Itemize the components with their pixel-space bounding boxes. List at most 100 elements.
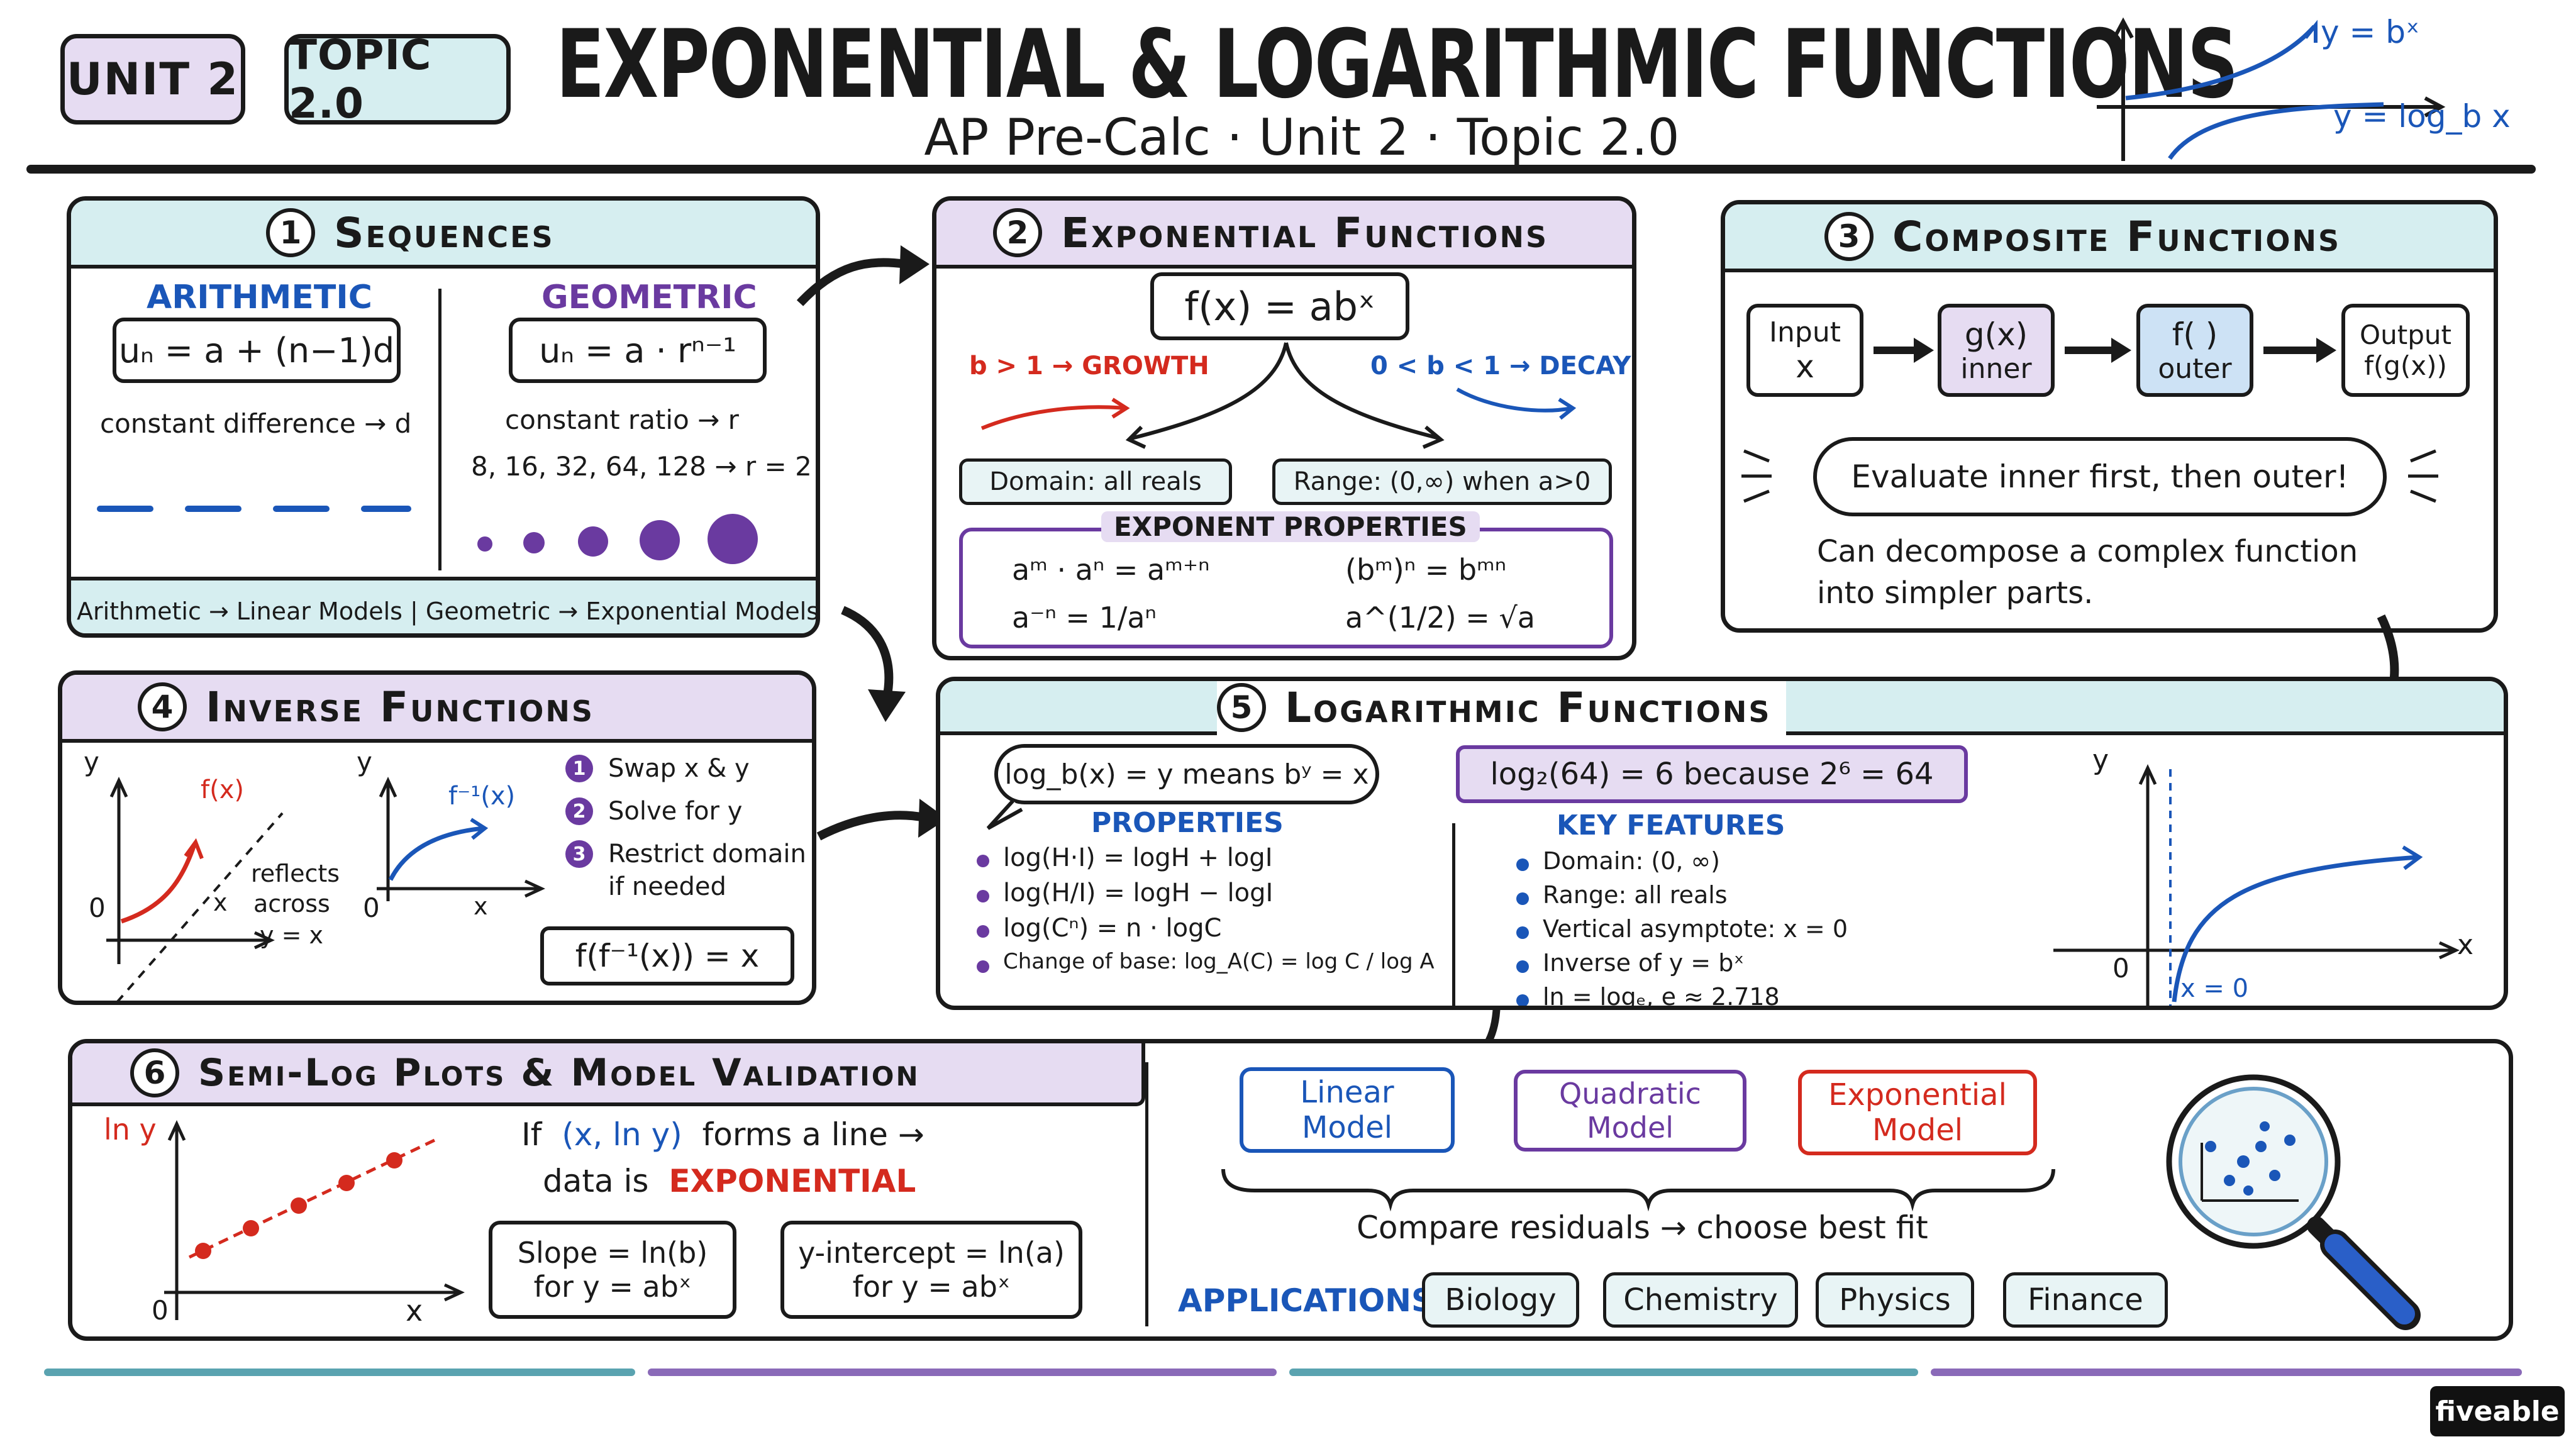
panel-semilog: 6 Semi-Log Plots & Model Validation ln y… [68, 1039, 2513, 1341]
statement-data-is: data is [543, 1163, 649, 1199]
exponential-formula: f(x) = abˣ [1150, 272, 1409, 340]
section-title: Sequences [334, 208, 555, 257]
quadratic-model-line-2: Model [1586, 1111, 1674, 1145]
section-title: Semi-Log Plots & Model Validation [198, 1051, 920, 1095]
geometric-formula: uₙ = a · rⁿ⁻¹ [509, 318, 767, 383]
g-label: g(x) [1964, 316, 2028, 353]
section-title: Logarithmic Functions [1285, 683, 1772, 732]
step-1-badge: 1 [565, 755, 593, 782]
step-3-badge: 3 [565, 840, 593, 868]
page-subtitle: AP Pre-Calc · Unit 2 · Topic 2.0 [924, 108, 1680, 167]
inverse-header: 4 Inverse Functions [62, 675, 812, 743]
log-definition-bubble: log_b(x) = y means bʸ = x [994, 744, 1379, 804]
applications-label: APPLICATIONS: [1178, 1282, 1447, 1319]
exponent-prop-3: a⁻ⁿ = 1/aⁿ [1012, 601, 1157, 635]
inverse-axis-y2: y [357, 747, 372, 777]
arithmetic-title: ARITHMETIC [147, 279, 372, 316]
logarithmic-title-wrap: 5 Logarithmic Functions [1217, 681, 1787, 735]
statement-exponential: EXPONENTIAL [669, 1163, 916, 1199]
semilog-axis-x: x [406, 1294, 423, 1328]
intercept-line-1: y-intercept = ln(a) [798, 1236, 1065, 1270]
composite-note-1: Can decompose a complex function [1817, 534, 2358, 569]
statement-point: (x, ln y) [562, 1116, 682, 1153]
log-divider [1452, 823, 1455, 1006]
output-label: Output [2360, 319, 2451, 350]
f-sub: outer [2158, 352, 2232, 385]
topic-badge: TOPIC 2.0 [284, 31, 511, 128]
header-log-label: y = log_b x [2333, 98, 2511, 135]
linear-model-line-2: Model [1301, 1110, 1393, 1145]
section-number: 5 [1217, 683, 1266, 732]
step-2-badge: 2 [565, 797, 593, 825]
semilog-axis-y: ln y [104, 1113, 157, 1146]
composite-note-2: into simpler parts. [1817, 575, 2094, 611]
application-physics: Physics [1816, 1272, 1974, 1328]
semilog-statement-2: data is EXPONENTIAL [543, 1163, 916, 1199]
statement-if: If [521, 1116, 542, 1153]
range-pill: Range: (0,∞) when a>0 [1272, 458, 1612, 505]
exponent-prop-4: a^(1/2) = √a [1345, 601, 1535, 635]
section-title: Inverse Functions [206, 682, 594, 731]
asymptote-label: x = 0 [2180, 974, 2249, 1003]
brand-logo: fiveable [2430, 1386, 2565, 1436]
f-outer-box: f( ) outer [2136, 304, 2253, 397]
section-number: 3 [1824, 212, 1874, 261]
semilog-statement-1: If (x, ln y) forms a line → [521, 1116, 924, 1153]
feature-1: Domain: (0, ∞) [1513, 847, 1848, 875]
exponential-model-box: Exponential Model [1798, 1070, 2037, 1155]
geometric-example: 8, 16, 32, 64, 128 → r = 2 [471, 451, 812, 482]
step-3-cont: if needed [608, 872, 726, 901]
reflect-line-1: reflects [251, 860, 340, 887]
panel-logarithmic: 5 Logarithmic Functions log_b(x) = y mea… [936, 677, 2508, 1010]
step-1-text: Swap x & y [608, 754, 750, 783]
compare-residuals: Compare residuals → choose best fit [1357, 1209, 1928, 1246]
evaluate-callout: Evaluate inner first, then outer! [1813, 437, 2387, 516]
linear-model-line-1: Linear [1300, 1075, 1394, 1110]
geometric-title: GEOMETRIC [541, 279, 757, 316]
semilog-divider [1145, 1062, 1148, 1326]
g-sub: inner [1960, 352, 2032, 385]
output-box: Output f(g(x)) [2341, 304, 2470, 397]
log-graph [2053, 764, 2460, 1006]
composite-header: 3 Composite Functions [1725, 204, 2494, 272]
panel-composite: 3 Composite Functions Input x g(x) inner… [1721, 200, 2498, 633]
growth-label: b > 1 → GROWTH [969, 352, 1209, 380]
sequences-header: 1 Sequences [71, 201, 816, 269]
inverse-origin-2: 0 [363, 892, 380, 923]
panel-inverse: 4 Inverse Functions y 0 x f(x) reflects … [58, 670, 816, 1005]
arithmetic-formula: uₙ = a + (n−1)d [113, 318, 401, 383]
bubble-tail [986, 799, 1023, 830]
sequences-footer: Arithmetic → Linear Models | Geometric →… [71, 577, 816, 633]
reflect-line-3: y = x [260, 921, 323, 949]
slope-box: Slope = ln(b) for y = abˣ [489, 1221, 736, 1319]
composite-flow-arrows [1741, 338, 2438, 503]
f-label: f( ) [2172, 316, 2218, 353]
slope-line-1: Slope = ln(b) [517, 1236, 708, 1270]
inverse-graph-f [106, 777, 284, 1001]
inverse-axis-x2: x [474, 892, 488, 920]
statement-line: forms a line → [702, 1116, 924, 1153]
intercept-box: y-intercept = ln(a) for y = abˣ [780, 1221, 1082, 1319]
section-number: 6 [130, 1048, 179, 1097]
log-props-title: PROPERTIES [1091, 807, 1284, 839]
geometric-dots [477, 514, 758, 564]
step-2-text: Solve for y [608, 797, 743, 826]
decay-label: 0 < b < 1 → DECAY [1370, 352, 1631, 380]
inverse-graph-finv [377, 777, 545, 901]
reflect-line-2: across [253, 890, 330, 918]
magnifier-icon [2166, 1074, 2421, 1330]
semilog-plot [164, 1120, 465, 1320]
application-finance: Finance [2003, 1272, 2168, 1328]
unit-badge: UNIT 2 [60, 34, 245, 125]
step-3-text: Restrict domain [608, 840, 806, 869]
log-prop-4: Change of base: log_A(C) = log C / log A [973, 949, 1435, 974]
section-title: Composite Functions [1892, 212, 2341, 261]
semilog-header: 6 Semi-Log Plots & Model Validation [72, 1043, 1145, 1106]
section-number: 4 [138, 682, 187, 731]
input-box: Input x [1746, 304, 1863, 397]
linear-model-box: Linear Model [1240, 1067, 1455, 1153]
g-inner-box: g(x) inner [1938, 304, 2055, 397]
arithmetic-dashes [97, 506, 411, 512]
header-divider [26, 165, 2536, 174]
exponential-model-line-1: Exponential [1828, 1077, 2007, 1113]
